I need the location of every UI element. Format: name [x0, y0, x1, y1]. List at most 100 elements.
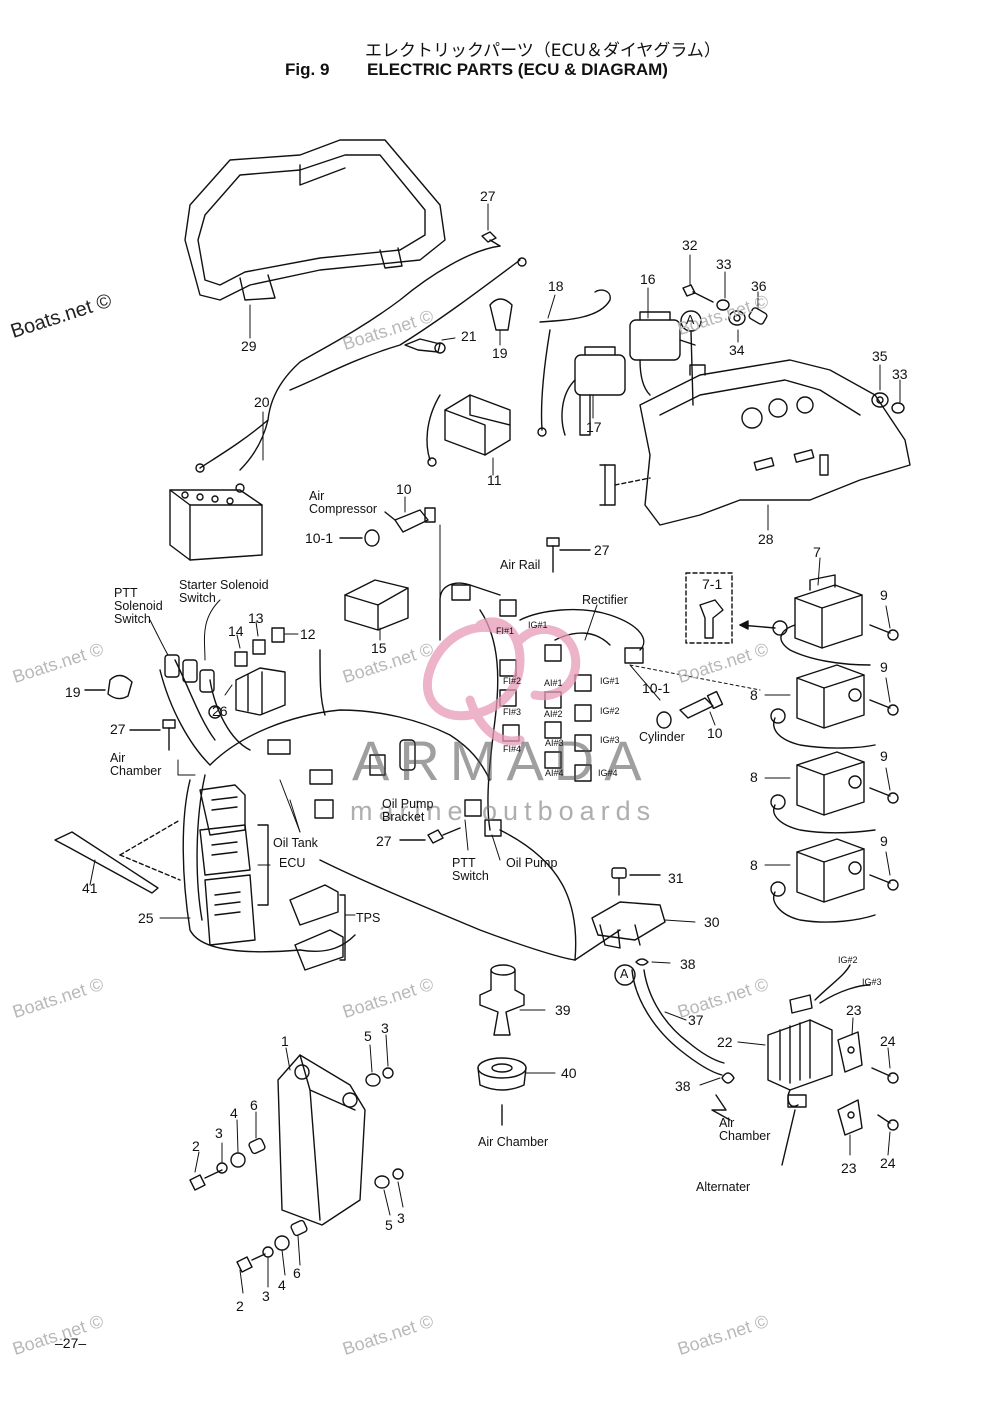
part-24-bolt-bottom[interactable]: [877, 1114, 899, 1131]
part-6-collar-lower[interactable]: [290, 1219, 308, 1237]
part-33-washer-top[interactable]: [716, 299, 730, 311]
part-5-grommet-upper[interactable]: [365, 1073, 381, 1087]
part-4-washer-upper[interactable]: [230, 1152, 246, 1168]
part-label-26: 26: [212, 703, 228, 719]
tag-ai4: AI#4: [545, 768, 564, 778]
part-27-bolt-oilpump[interactable]: [399, 827, 461, 844]
part-8-ignition-coil-1[interactable]: [773, 664, 876, 749]
part-label-35: 35: [872, 348, 888, 364]
part-3-washer-lower-right[interactable]: [392, 1168, 404, 1180]
part-41-cable-tie[interactable]: [54, 831, 159, 894]
part-18-cable[interactable]: [537, 289, 611, 437]
part-31-bolt[interactable]: [611, 867, 661, 896]
part-13-fuse[interactable]: [252, 639, 266, 655]
part-3-washer-upper-left[interactable]: [216, 1162, 228, 1174]
part-label-14: 14: [228, 623, 244, 639]
label-ptt-solenoid-switch: PTT Solenoid Switch: [114, 586, 163, 626]
part-32-screw[interactable]: [682, 284, 714, 303]
part-3-washer-upper-right[interactable]: [382, 1067, 394, 1079]
part-label-27: 27: [376, 833, 392, 849]
part-label-10-1: 10-1: [642, 680, 671, 696]
part-23-bracket-bottom[interactable]: [837, 1099, 863, 1136]
part-33-washer-right[interactable]: [891, 402, 905, 414]
part-12-fuse[interactable]: [271, 627, 285, 643]
plug-boots: [770, 620, 862, 897]
part-20-battery-cable[interactable]: [195, 245, 527, 493]
part-label-27: 27: [110, 721, 126, 737]
part-label-6: 6: [250, 1097, 258, 1113]
part-21-terminal[interactable]: [404, 338, 446, 354]
part-8-ignition-coil-3[interactable]: [773, 838, 876, 923]
part-10-sensor-top[interactable]: [394, 507, 436, 533]
part-label-25: 25: [138, 910, 154, 926]
part-10-1-oring-top[interactable]: [364, 529, 380, 547]
part-29-cover[interactable]: [184, 139, 446, 301]
part-label-10: 10: [707, 725, 723, 741]
label-starter-solenoid-switch: Starter Solenoid Switch: [179, 578, 269, 605]
part-15-relay[interactable]: [344, 579, 409, 631]
part-label-12: 12: [300, 626, 316, 642]
part-9-bolts[interactable]: [869, 624, 899, 891]
part-8-ignition-coil-2[interactable]: [773, 751, 876, 834]
part-label-37: 37: [688, 1012, 704, 1028]
part-label-3: 3: [397, 1210, 405, 1226]
part-label-27: 27: [594, 542, 610, 558]
tag-fi3: FI#3: [503, 707, 522, 717]
label-air-chamber-left: Air Chamber: [110, 751, 162, 778]
part-label-23: 23: [841, 1160, 857, 1176]
part-36-collar[interactable]: [748, 307, 768, 325]
tag-ai3: AI#3: [545, 738, 564, 748]
part-1-ecu[interactable]: [277, 1054, 366, 1226]
part-label-38: 38: [680, 956, 696, 972]
part-23-bracket-top[interactable]: [837, 1031, 863, 1073]
part-28-bracket[interactable]: [599, 359, 911, 526]
part-label-2: 2: [236, 1298, 244, 1314]
part-27-bolt-top[interactable]: [481, 231, 501, 247]
part-27-bolt-left[interactable]: [129, 719, 176, 751]
part-2-bolt-lower[interactable]: [236, 1253, 266, 1273]
part-3-washer-lower-left[interactable]: [262, 1246, 274, 1258]
label-air-compressor: Air Compressor: [309, 489, 378, 516]
tag-ig3: IG#3: [600, 735, 620, 745]
part-label-30: 30: [704, 914, 720, 930]
part-11-relay[interactable]: [426, 394, 511, 467]
part-38-clamp-bottom[interactable]: [721, 1072, 735, 1084]
part-40-grommet[interactable]: [477, 1057, 527, 1091]
fuse-box: [235, 667, 286, 716]
part-label-23: 23: [846, 1002, 862, 1018]
part-10-1-oring-cylinder[interactable]: [656, 711, 672, 729]
watermark-armada-sub: marine outboards: [350, 796, 657, 826]
part-7-ignition-coil[interactable]: [780, 574, 871, 666]
part-27-bolt-airrail[interactable]: [546, 537, 591, 573]
part-7-1-plug-boot[interactable]: [685, 572, 733, 644]
harness-connectors: [164, 584, 644, 837]
battery: [169, 489, 263, 561]
tag-fi1: FI#1: [496, 626, 515, 636]
part-label-39: 39: [555, 1002, 571, 1018]
part-14-fuse[interactable]: [234, 651, 248, 667]
part-30-pressure-sensor[interactable]: [591, 901, 666, 949]
part-label-8: 8: [750, 687, 758, 703]
part-19-boot-top[interactable]: [489, 298, 513, 331]
label-oil-tank: Oil Tank: [273, 836, 318, 850]
part-label-3: 3: [262, 1288, 270, 1304]
part-22-rectifier[interactable]: [767, 964, 871, 1166]
part-16-relay[interactable]: [629, 311, 696, 396]
part-39-fitting[interactable]: [479, 964, 525, 1036]
title-japanese: エレクトリックパーツ（ECU＆ダイヤグラム）: [365, 41, 721, 61]
label-oil-pump-bracket: Oil Pump Bracket: [382, 797, 434, 824]
part-10-sensor-cylinder[interactable]: [679, 690, 724, 719]
part-37-hose[interactable]: [631, 969, 725, 1076]
part-6-collar-upper[interactable]: [248, 1137, 266, 1155]
part-34-grommet[interactable]: [728, 310, 746, 326]
part-label-1: 1: [281, 1033, 289, 1049]
part-17-relay[interactable]: [561, 346, 626, 436]
part-24-bolt-top[interactable]: [871, 1067, 899, 1084]
label-ptt-switch: PTT Switch: [452, 856, 489, 883]
part-5-grommet-lower[interactable]: [374, 1175, 390, 1189]
figure-number: Fig. 9: [285, 60, 330, 79]
marker-a-shapes: [614, 310, 702, 986]
part-38-clamp-top[interactable]: [635, 958, 649, 966]
part-label-5: 5: [385, 1217, 393, 1233]
part-19-boot-left[interactable]: [84, 674, 133, 700]
